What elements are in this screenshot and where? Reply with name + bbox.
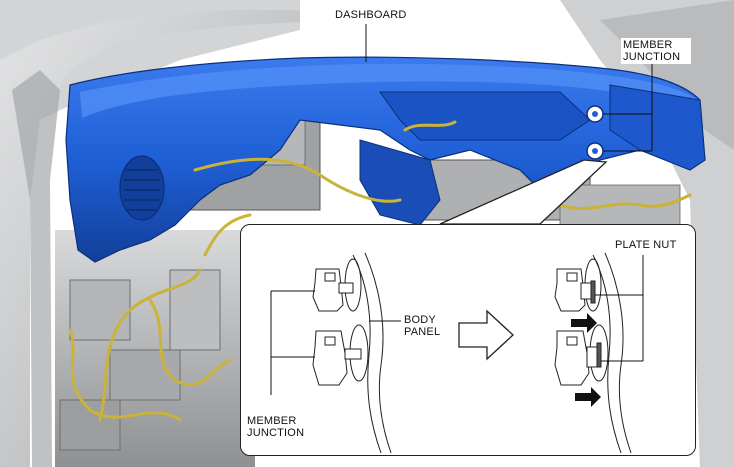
plate-nut-arrows xyxy=(571,313,601,407)
member-junction-label-bottom: MEMBER JUNCTION xyxy=(245,414,315,440)
left-air-vent xyxy=(119,155,165,221)
detail-inset-drawing xyxy=(270,252,644,454)
detail-inset-panel xyxy=(240,224,696,456)
member-junction-label-top: MEMBER JUNCTION xyxy=(621,38,691,64)
plate-nut-label: PLATE NUT xyxy=(613,238,679,252)
before-view xyxy=(312,252,392,454)
dashboard-label: DASHBOARD xyxy=(333,8,409,22)
body-panel-label: BODY PANEL xyxy=(402,313,450,339)
a-pillar-left xyxy=(0,10,300,467)
member-junction-markers xyxy=(586,105,604,160)
transition-arrow xyxy=(458,309,514,361)
leader-lines-member-junction xyxy=(270,290,315,395)
leader-lines-top xyxy=(365,24,653,152)
wiring-harness xyxy=(68,120,692,422)
leader-lines-plate-nut xyxy=(595,255,644,362)
after-view xyxy=(554,252,632,454)
